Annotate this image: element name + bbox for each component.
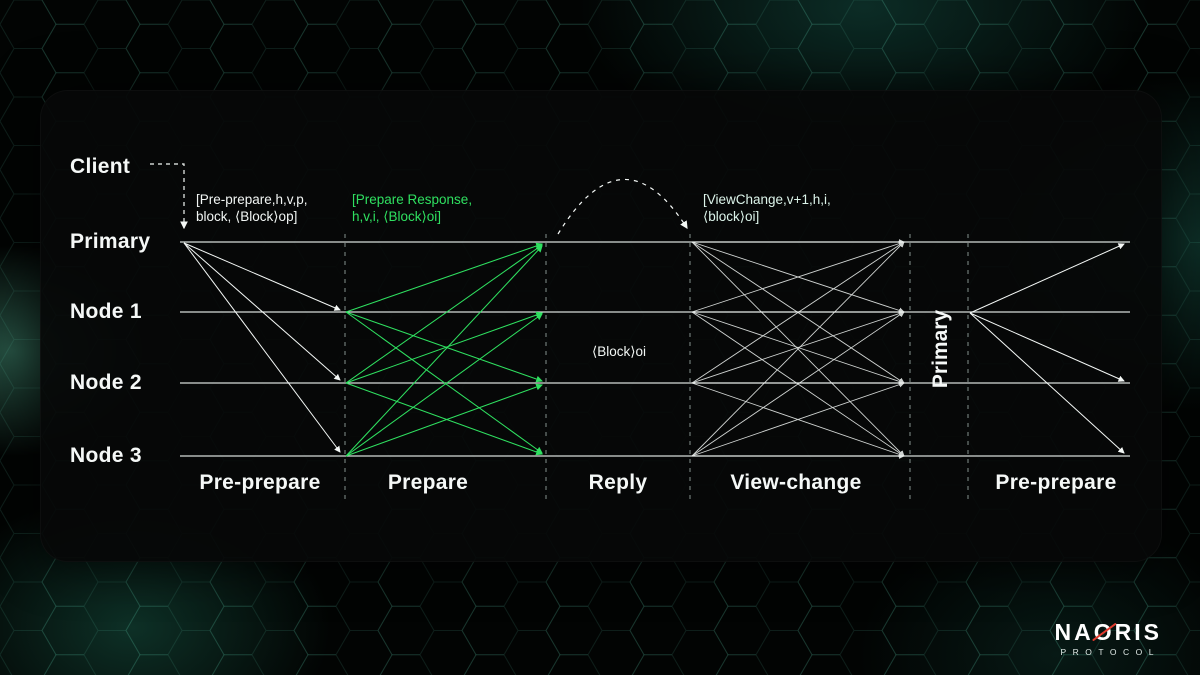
phase-label-reply: Reply (588, 471, 648, 494)
naoris-protocol-logo: NAORIS PROTOCOL (1055, 620, 1162, 657)
phase-separators (344, 234, 969, 500)
prepare-message: [Prepare Response, h,v,i, ⟨Block⟩oi] (352, 191, 472, 225)
logo-slashed-o: O (1093, 619, 1115, 645)
client-request-arrow (150, 163, 188, 230)
phase-label-prepare: Prepare (387, 471, 469, 494)
logo-wordmark-prefix: NA (1054, 619, 1094, 645)
logo-wordmark: NAORIS (1055, 620, 1162, 644)
pre-prepare-arrows (183, 242, 341, 453)
phase-label-view-change: View-change (730, 471, 862, 494)
prepare-arrows (345, 242, 543, 457)
logo-wordmark-suffix: RIS (1114, 619, 1162, 645)
pre-prepare-message-line1: [Pre-prepare,h,v,p, (196, 192, 308, 207)
node-timelines (180, 241, 1130, 457)
row-label-node2: Node 2 (70, 371, 142, 394)
view-change-trigger-arc (557, 178, 688, 235)
row-label-node3: Node 3 (70, 444, 142, 467)
pre-prepare-message: [Pre-prepare,h,v,p, block, ⟨Block⟩op] (196, 191, 308, 225)
row-label-client: Client (70, 155, 131, 178)
prepare-message-line1: [Prepare Response, (352, 192, 473, 207)
logo-subtitle: PROTOCOL (1060, 647, 1160, 657)
phase-label-pre-prepare-2: Pre-prepare (995, 471, 1117, 494)
new-primary-pre-prepare-arrows (969, 243, 1125, 454)
new-primary-label: Primary (929, 309, 952, 389)
prepare-message-line2: h,v,i, ⟨Block⟩oi] (352, 209, 442, 224)
view-change-message: [ViewChange,v+1,h,i, ⟨block⟩oi] (703, 191, 831, 225)
phase-label-pre-prepare-1: Pre-prepare (199, 471, 321, 494)
row-label-primary: Primary (70, 230, 151, 253)
view-change-arrows (691, 239, 905, 459)
view-change-message-line2: ⟨block⟩oi] (703, 209, 760, 224)
view-change-message-line1: [ViewChange,v+1,h,i, (703, 192, 831, 207)
row-label-node1: Node 1 (70, 300, 142, 323)
pre-prepare-message-line2: block, ⟨Block⟩op] (196, 209, 298, 224)
diagram-panel (40, 90, 1162, 562)
reply-message: ⟨Block⟩oi (591, 344, 647, 359)
